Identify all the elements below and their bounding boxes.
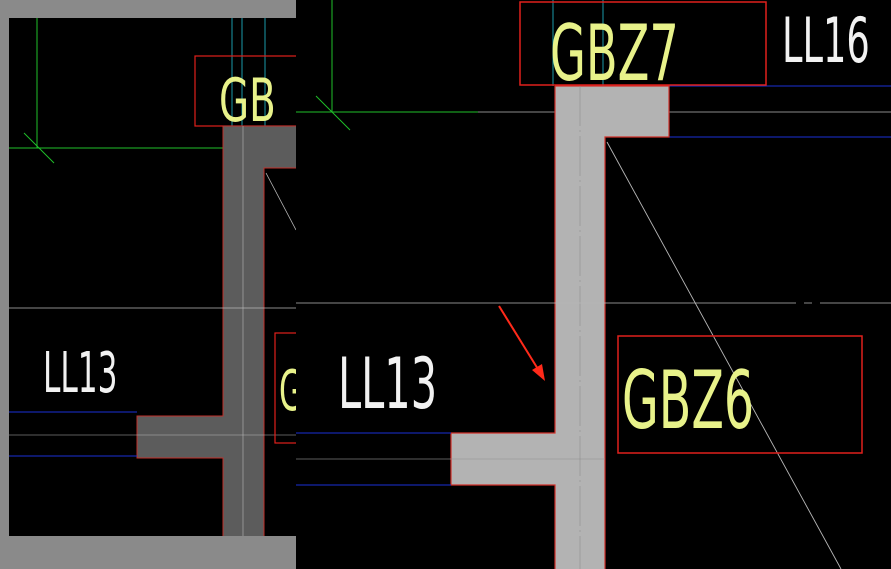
ll13-label: LL13	[43, 340, 118, 405]
ll13-label: LL13	[338, 343, 437, 424]
gbz6-label: GBZ6	[622, 354, 754, 447]
gbz6-label-box	[617, 335, 863, 454]
gbz6-label-box	[274, 332, 296, 444]
diagonal-line	[265, 172, 296, 231]
annotation-arrow-head	[532, 364, 545, 381]
wall-outline	[136, 125, 296, 536]
right-drawing: GBZ7 LL16 LL13 GBZ6	[296, 0, 891, 569]
left-drawing: GB LL13 G	[9, 18, 296, 536]
green-axis-tick	[23, 132, 55, 164]
ll16-label-partial: LL16	[782, 5, 870, 77]
left-view-panel: GB LL13 G	[0, 0, 296, 569]
gbz7-label: GBZ7	[550, 8, 679, 99]
gbz7-label-partial: GB	[219, 66, 276, 136]
annotation-arrow-line	[498, 305, 542, 375]
gbz6-label-partial: G	[279, 358, 296, 423]
left-cad-canvas[interactable]: GB LL13 G	[9, 18, 296, 536]
gbz7-label-box	[519, 1, 767, 86]
diagonal-line	[606, 141, 842, 569]
green-axis-tick	[315, 95, 351, 131]
wall-fill	[137, 126, 296, 536]
right-view-panel[interactable]: GBZ7 LL16 LL13 GBZ6	[296, 0, 891, 569]
wall-fill	[451, 86, 669, 569]
